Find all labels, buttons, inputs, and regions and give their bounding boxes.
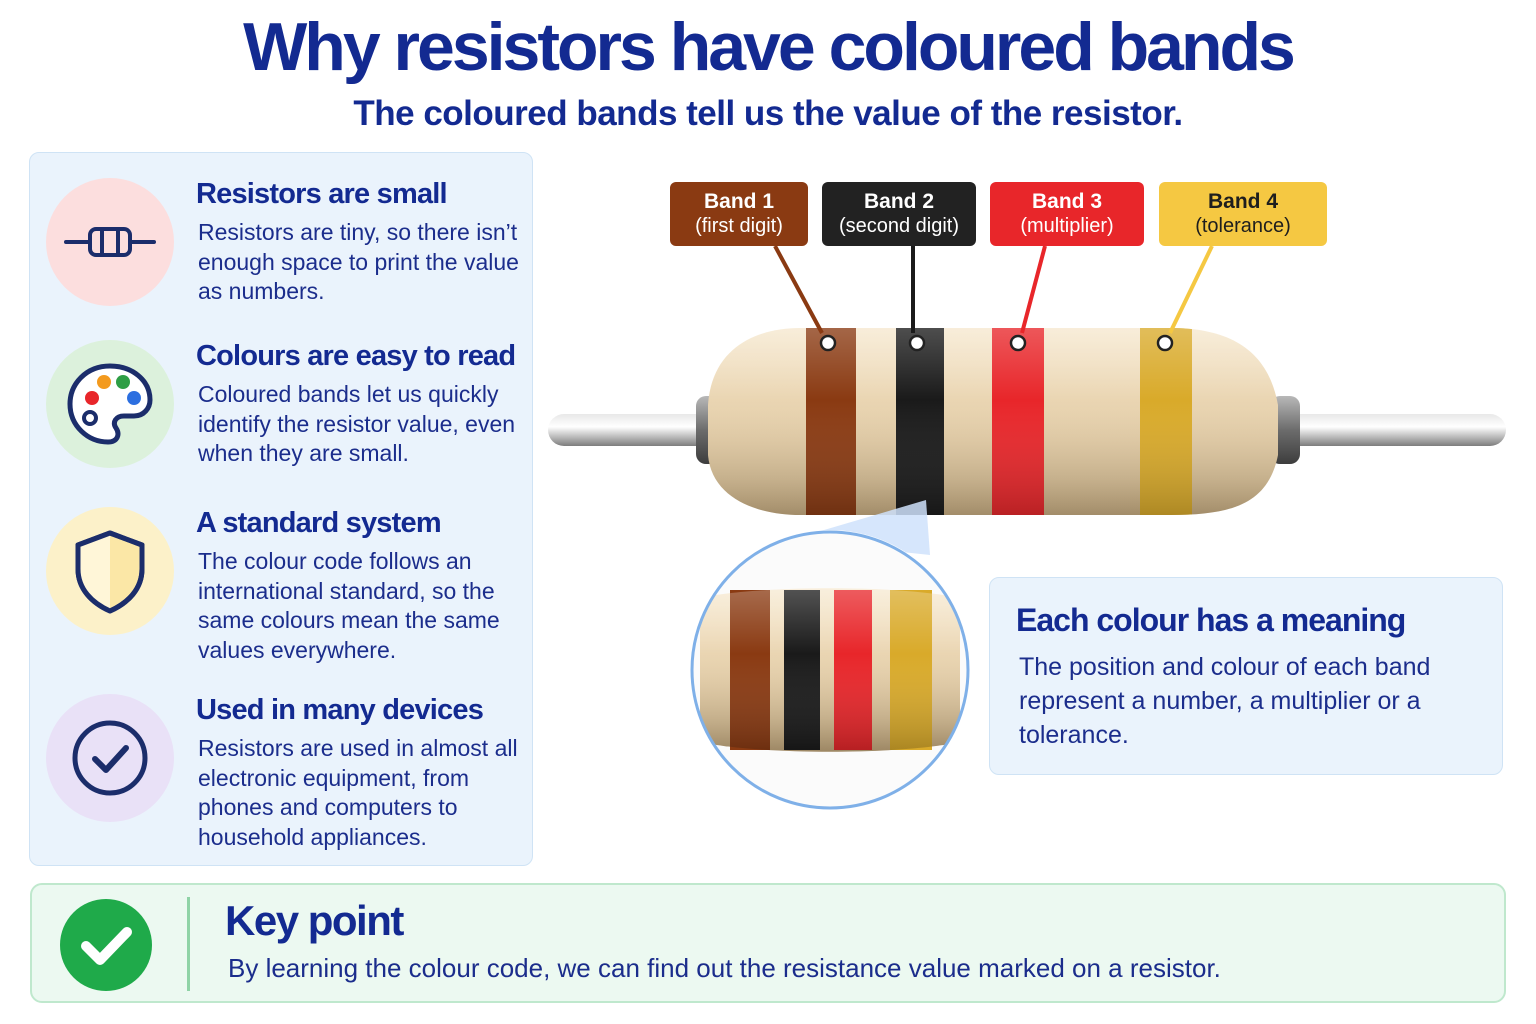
band-4-label: Band 4 (tolerance) (1159, 182, 1327, 246)
band-name: Band 3 (1031, 190, 1102, 213)
reason-text: Resistors are tiny, so there isn’t enoug… (198, 219, 519, 305)
meaning-box: Each colour has a meaning The position a… (989, 577, 1503, 775)
divider (187, 897, 190, 991)
reason-text: Resistors are used in almost all electro… (198, 735, 518, 851)
page-title: Why resistors have coloured bands (243, 9, 1296, 85)
shield-icon (46, 507, 174, 635)
resistor-icon (46, 178, 174, 306)
band-role: (second digit) (838, 215, 960, 237)
band-role: (multiplier) (1020, 215, 1114, 237)
band-2-label: Band 2 (second digit) (822, 182, 976, 246)
lead-left (548, 414, 718, 446)
checkmark-circle-icon (46, 694, 174, 822)
resistor-body (708, 328, 1278, 515)
meaning-title: Each colour has a meaning (1016, 602, 1406, 638)
key-point-title: Key point (225, 897, 404, 944)
band-name: Band 4 (1207, 190, 1278, 213)
reasons-panel: Resistors are small Resistors are tiny, … (29, 152, 533, 866)
reason-text: The colour code follows an international… (198, 548, 500, 664)
reason-text: Coloured bands let us quickly identify t… (198, 381, 516, 467)
band-arrows (773, 245, 1214, 352)
band-role: (tolerance) (1195, 215, 1291, 237)
band-role: (first digit) (695, 215, 783, 237)
resistor-illustration (548, 245, 1506, 810)
check-icon (60, 899, 152, 991)
zoom-inset (690, 530, 970, 810)
reason-devices: Used in many devices Resistors are used … (46, 694, 526, 854)
reason-title: A standard system (196, 507, 442, 539)
reason-title: Used in many devices (196, 694, 484, 726)
key-point-text: By learning the colour code, we can find… (228, 953, 1221, 983)
palette-icon (46, 340, 174, 468)
page-subtitle: The coloured bands tell us the value of … (353, 94, 1183, 133)
lead-right (1270, 414, 1506, 446)
key-point-box: Key point By learning the colour code, w… (30, 883, 1506, 1003)
reason-colours: Colours are easy to read Coloured bands … (46, 340, 526, 500)
band-name: Band 2 (863, 190, 934, 213)
reason-small: Resistors are small Resistors are tiny, … (46, 178, 526, 338)
reason-title: Colours are easy to read (196, 340, 516, 372)
reason-standard: A standard system The colour code follow… (46, 507, 526, 667)
band-1-label: Band 1 (first digit) (670, 182, 808, 246)
meaning-text: The position and colour of each band rep… (1019, 653, 1431, 749)
band-name: Band 1 (703, 190, 774, 213)
reason-title: Resistors are small (196, 178, 448, 210)
band-3-label: Band 3 (multiplier) (990, 182, 1144, 246)
